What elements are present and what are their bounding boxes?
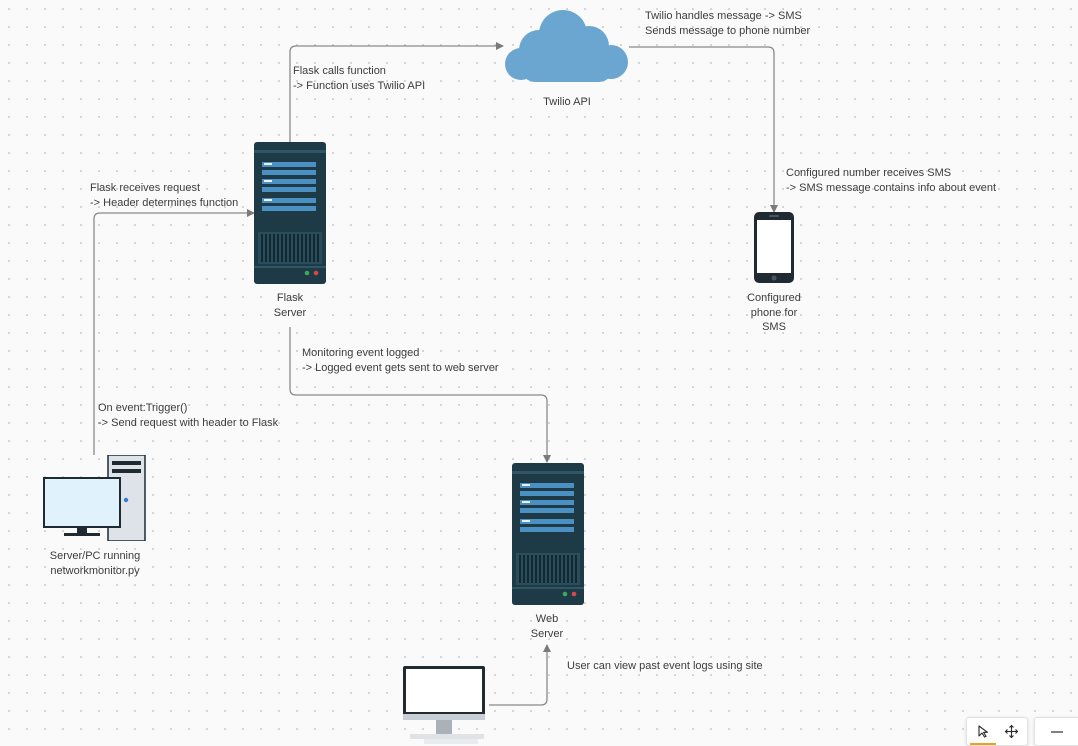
- cloud-icon[interactable]: [503, 8, 630, 88]
- desktop-pc-icon[interactable]: [42, 455, 146, 541]
- move-icon: [1004, 724, 1018, 739]
- edge-flask-to-web[interactable]: [289, 327, 551, 463]
- edge-label-on-event: On event:Trigger() -> Send request with …: [98, 402, 279, 429]
- zoom-out-button[interactable]: [1034, 717, 1078, 746]
- edge-twilio-to-phone[interactable]: [629, 46, 778, 213]
- edge-label-monitoring: Monitoring event logged -> Logged event …: [302, 347, 499, 374]
- edge-label-flask-calls: Flask calls function -> Function uses Tw…: [293, 65, 426, 92]
- pc-label: Server/PC running networkmonitor.py: [49, 550, 141, 577]
- web-server-icon[interactable]: [512, 463, 584, 605]
- minus-icon: [1051, 730, 1063, 733]
- web-server-label: Web Server: [530, 613, 564, 640]
- pointer-icon: [977, 725, 988, 738]
- flask-server-label: Flask Server: [273, 292, 307, 319]
- edge-label-user-view: User can view past event logs using site: [567, 660, 763, 672]
- phone-icon[interactable]: [754, 212, 794, 283]
- flask-server-icon[interactable]: [254, 142, 326, 284]
- pointer-tool-button[interactable]: [971, 721, 995, 742]
- canvas-toolbar: [966, 717, 1028, 746]
- edge-label-flask-receives: Flask receives request -> Header determi…: [90, 182, 239, 209]
- phone-label: Configured phone for SMS: [747, 292, 801, 333]
- pan-tool-button[interactable]: [999, 721, 1023, 742]
- edge-label-twilio-sms: Twilio handles message -> SMS Sends mess…: [645, 10, 811, 37]
- edge-flask-to-twilio[interactable]: [289, 42, 504, 142]
- twilio-api-label: Twilio API: [543, 96, 591, 108]
- monitor-icon[interactable]: [402, 665, 490, 746]
- edge-label-configured-number: Configured number receives SMS -> SMS me…: [786, 167, 997, 194]
- edge-pc-to-flask[interactable]: [93, 209, 255, 455]
- active-tool-indicator: [970, 743, 996, 745]
- edge-monitor-to-web[interactable]: [489, 644, 551, 706]
